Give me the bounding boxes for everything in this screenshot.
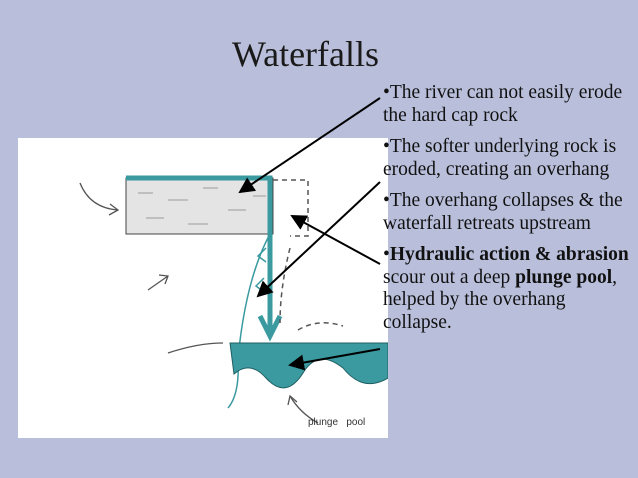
bullet-overhang-collapse: •The overhang collapses & the waterfall … xyxy=(383,190,633,235)
bullet-bold-text: Hydraulic action & abrasion xyxy=(389,244,629,265)
bullet-text: •The river can not easily erode the hard… xyxy=(383,82,623,126)
bullet-cap-rock: •The river can not easily erode the hard… xyxy=(383,82,633,127)
bullet-text: scour out a deep xyxy=(383,266,516,288)
sketch-arrow-mid xyxy=(147,275,169,291)
sketch-arrow-low xyxy=(167,342,224,354)
splash-dash xyxy=(297,322,344,331)
sketch-arrow-pool xyxy=(289,395,319,424)
bullet-text: •The softer underlying rock is eroded, c… xyxy=(383,136,617,180)
sketch-arrow-top xyxy=(79,182,119,211)
bullet-softer-rock: •The softer underlying rock is eroded, c… xyxy=(383,136,633,181)
sketch-arrow-mid-head xyxy=(158,274,169,285)
bullet-text: •The overhang collapses & the waterfall … xyxy=(383,190,623,234)
bullet-bold-text: plunge pool xyxy=(515,266,613,288)
falling-water-arrow xyxy=(257,314,283,342)
bullet-plunge-pool: •Hydraulic action & abrasion scour out a… xyxy=(383,244,633,334)
cap-rock xyxy=(125,177,274,235)
waterfall-diagram: plunge pool xyxy=(18,138,388,438)
sketch-arrow-top-head xyxy=(108,203,120,216)
plunge-pool-label: plunge pool xyxy=(308,417,365,428)
bullet-text: • xyxy=(383,244,390,265)
sketch-arrow-pool-head xyxy=(287,394,298,406)
slide-title: Waterfalls xyxy=(232,34,380,74)
bullet-text: , helped by the overhang collapse. xyxy=(383,266,617,333)
bullet-list: •The river can not easily erode the hard… xyxy=(383,82,633,343)
